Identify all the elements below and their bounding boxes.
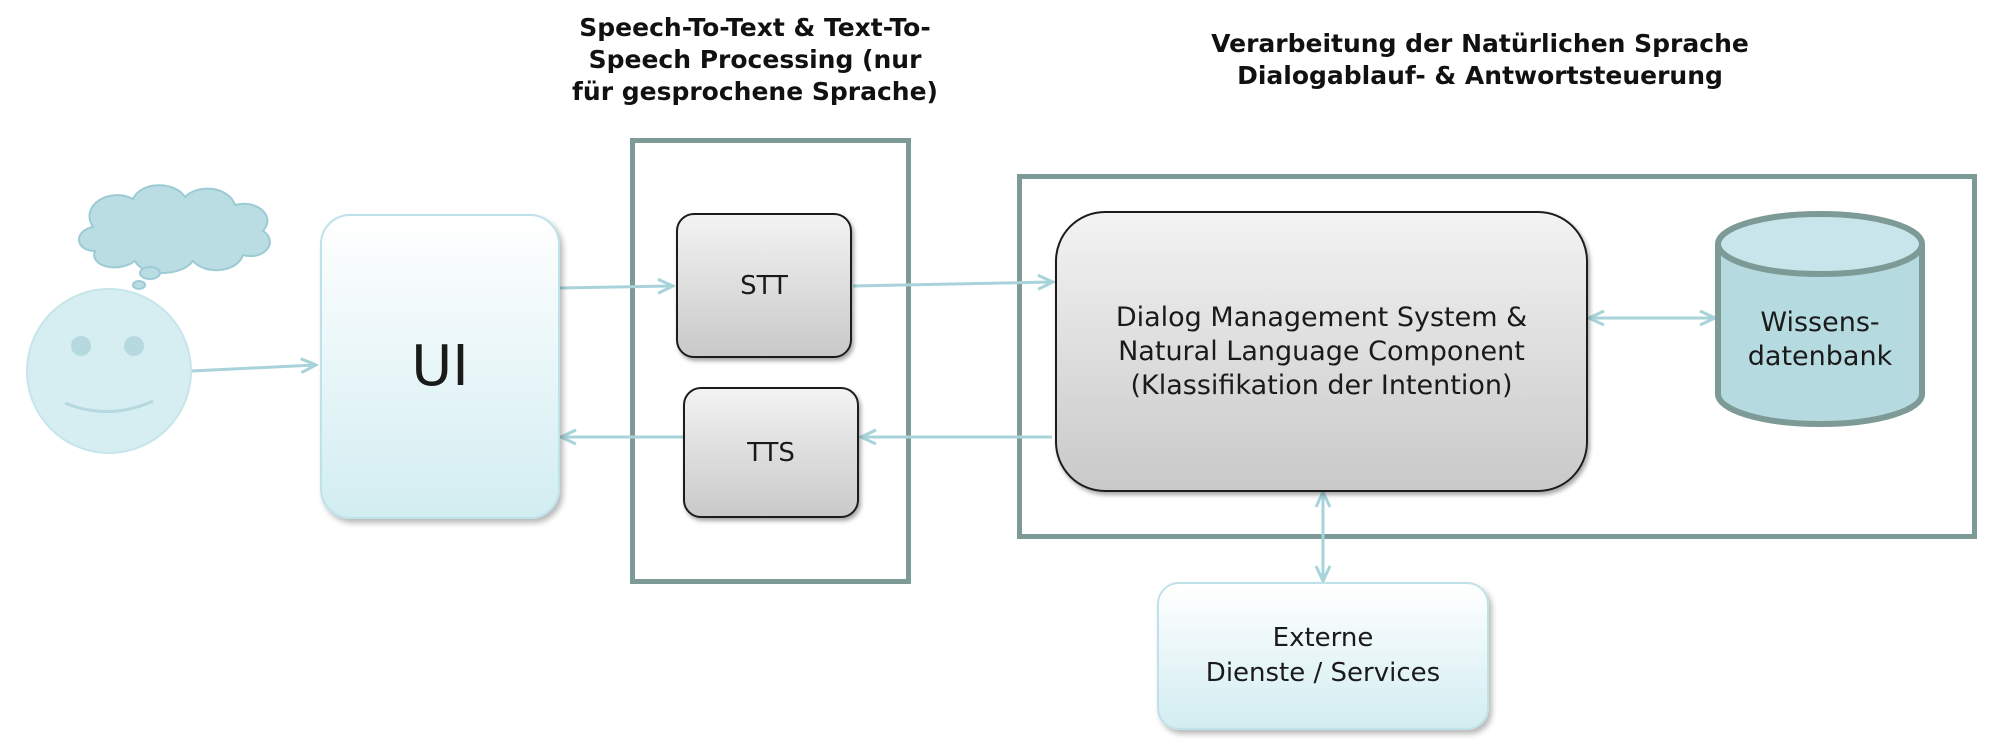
- heading-stt-tts-line-1: Speech-To-Text & Text-To-: [579, 13, 931, 42]
- dms-label-line-2: Natural Language Component: [1118, 335, 1525, 367]
- stt-box: STT: [676, 213, 852, 358]
- external-label-line-2: Dienste / Services: [1205, 658, 1441, 688]
- knowledge-base-label-line-2: datenbank: [1747, 341, 1893, 372]
- database-icon: [1715, 211, 1925, 427]
- ui-label: UI: [411, 334, 469, 399]
- ui-box: UI: [320, 214, 560, 519]
- tts-box: TTS: [683, 387, 859, 518]
- heading-nlp-line-2: Dialogablauf- & Antwortsteuerung: [1237, 61, 1723, 90]
- dms-label-line-1: Dialog Management System &: [1115, 301, 1528, 333]
- heading-nlp-line-1: Verarbeitung der Natürlichen Sprache: [1211, 29, 1749, 58]
- external-services-box: Externe Dienste / Services: [1157, 582, 1489, 730]
- tts-label: TTS: [747, 437, 795, 468]
- smiley-face-icon: [26, 288, 192, 454]
- nlp-frame: [1017, 174, 1977, 539]
- dialog-management-box: Dialog Management System & Natural Langu…: [1055, 211, 1588, 492]
- heading-stt-tts-line-3: für gesprochene Sprache): [572, 77, 938, 106]
- arrow-stt-to-dms: [852, 282, 1052, 286]
- knowledge-base-label-line-1: Wissens-: [1760, 307, 1880, 338]
- dms-label-line-3: (Klassifikation der Intention): [1130, 369, 1513, 401]
- knowledge-base-label: Wissens- datenbank: [1720, 275, 1920, 405]
- heading-stt-tts-line-2: Speech Processing (nur: [588, 45, 922, 74]
- heading-nlp: Verarbeitung der Natürlichen Sprache Dia…: [1140, 28, 1820, 92]
- arrow-ui-to-stt: [559, 286, 672, 288]
- external-label-line-1: Externe: [1272, 623, 1374, 653]
- arrow-user-to-ui: [191, 365, 315, 371]
- stt-label: STT: [740, 270, 788, 301]
- user-figure: [26, 184, 271, 454]
- thought-cloud-icon: [78, 184, 271, 290]
- heading-stt-tts: Speech-To-Text & Text-To- Speech Process…: [520, 12, 990, 108]
- stt-tts-frame: [630, 138, 911, 584]
